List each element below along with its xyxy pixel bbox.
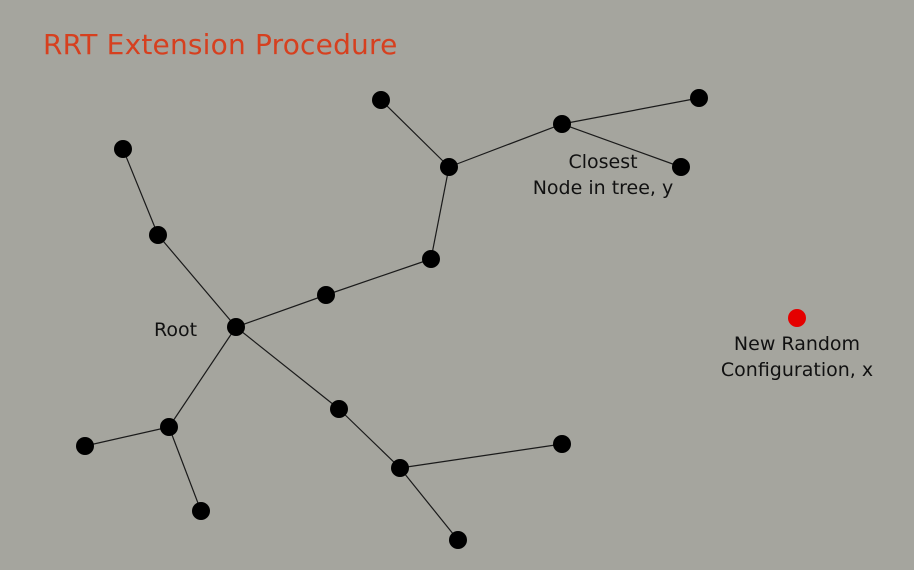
random-label-line1: New Random	[733, 333, 861, 355]
closest-label-line1: Closest	[568, 151, 638, 173]
edge-n-mid-2-to-n-upper-hub	[430, 166, 450, 260]
tree-node-n-upper-left-tip	[114, 140, 132, 158]
tree-node-n-right-low	[672, 158, 690, 176]
closest-node	[553, 115, 571, 133]
root-node	[227, 318, 245, 336]
tree-node-n-upper-tip	[372, 91, 390, 109]
edge-n-closest-to-n-right-low	[561, 123, 682, 168]
tree-node-n-mid-1	[317, 286, 335, 304]
random-label-line2: Configuration, x	[720, 359, 874, 381]
edge-root-to-n-mid-1	[235, 294, 327, 328]
edge-n-lower-hub-to-n-lower-right	[399, 443, 563, 469]
random-config-label: New Random Configuration, x	[712, 331, 882, 383]
tree-node-n-right-top	[690, 89, 708, 107]
tree-node-n-lower-left-bottom	[192, 502, 210, 520]
edge-n-lower-left-hub-to-n-lower-left-bottom	[168, 426, 202, 512]
tree-node-n-upper-hub	[440, 158, 458, 176]
slide-title: RRT Extension Procedure	[43, 28, 398, 61]
tree-node-n-lower-right	[553, 435, 571, 453]
edge-n-lower-left-hub-to-n-lower-left-tip	[84, 426, 170, 447]
tree-node-n-lower-bottom	[449, 531, 467, 549]
root-label-text: Root	[154, 319, 198, 341]
edge-n-closest-to-n-right-top	[561, 97, 700, 125]
tree-node-n-lower-mid	[330, 400, 348, 418]
edge-n-upper-left-mid-to-n-upper-left-tip	[122, 148, 159, 236]
tree-nodes	[76, 89, 806, 549]
root-label: Root	[154, 317, 197, 343]
tree-node-n-lower-hub	[391, 459, 409, 477]
tree-node-n-lower-left-hub	[160, 418, 178, 436]
edge-root-to-n-lower-left-hub	[168, 326, 237, 428]
edge-n-upper-hub-to-n-upper-tip	[380, 99, 450, 168]
edge-n-lower-hub-to-n-lower-bottom	[399, 467, 459, 541]
closest-node-label: Closest Node in tree, y	[527, 149, 679, 201]
tree-node-n-mid-2	[422, 250, 440, 268]
edge-root-to-n-upper-left-mid	[157, 234, 237, 328]
edge-n-mid-1-to-n-mid-2	[325, 258, 432, 296]
random-config-node	[788, 309, 806, 327]
edge-n-lower-mid-to-n-lower-hub	[338, 408, 401, 469]
edge-n-upper-hub-to-n-closest	[448, 123, 563, 168]
closest-label-line2: Node in tree, y	[532, 177, 674, 199]
tree-node-n-upper-left-mid	[149, 226, 167, 244]
tree-edges	[84, 97, 700, 541]
edge-root-to-n-lower-mid	[235, 326, 340, 410]
tree-node-n-lower-left-tip	[76, 437, 94, 455]
